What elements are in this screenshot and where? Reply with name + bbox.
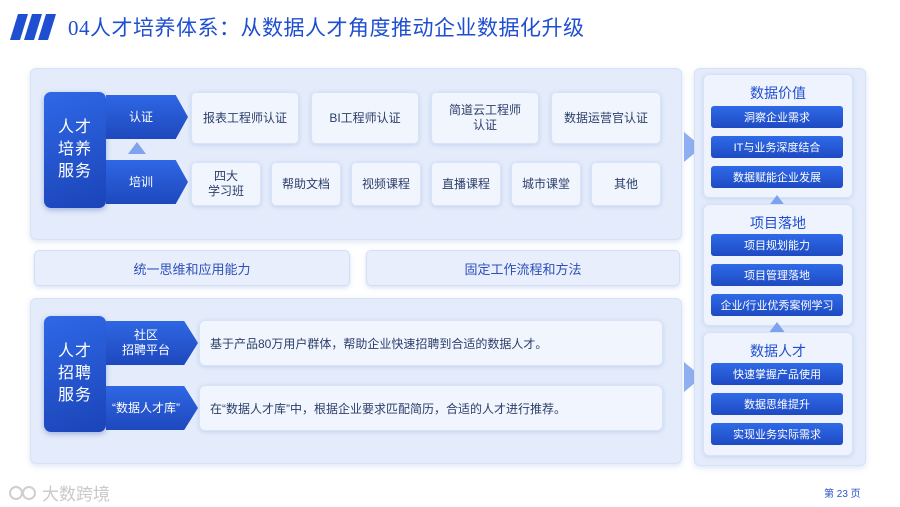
footer-brand: 大数跨境 <box>8 480 110 505</box>
up-arrow-icon <box>128 142 146 154</box>
community-recruit-chevron: 社区 招聘平台 <box>106 321 198 365</box>
project-pill: 企业/行业优秀案例学习 <box>711 294 843 316</box>
value-pill: 洞察企业需求 <box>711 106 843 128</box>
talent-pill: 实现业务实际需求 <box>711 423 843 445</box>
training-chevron: 培训 <box>106 160 188 204</box>
page-title: 04人才培养体系：从数据人才角度推动企业数据化升级 <box>68 16 585 40</box>
talent-pool-chevron: “数据人才库” <box>106 386 198 430</box>
logo-stripes-icon <box>10 14 56 40</box>
training-item: 城市课堂 <box>511 162 581 206</box>
training-item: 直播课程 <box>431 162 501 206</box>
value-pill: 数据赋能企业发展 <box>711 166 843 188</box>
cert-item: 数据运营官认证 <box>551 92 661 144</box>
value-pill: IT与业务深度结合 <box>711 136 843 158</box>
brand-logo-icon <box>9 485 36 500</box>
fixed-workflow-bar: 固定工作流程和方法 <box>366 250 680 286</box>
training-item: 视频课程 <box>351 162 421 206</box>
group-title: 数据价值 <box>750 87 806 102</box>
cert-item: 报表工程师认证 <box>191 92 299 144</box>
recruit-service-label: 人才 招聘 服务 <box>44 316 106 432</box>
group-title: 项目落地 <box>750 217 806 232</box>
training-service-label: 人才 培养 服务 <box>44 92 106 208</box>
training-item: 四大 学习班 <box>191 162 261 206</box>
training-item: 其他 <box>591 162 661 206</box>
project-pill: 项目规划能力 <box>711 234 843 256</box>
cert-item: 简道云工程师 认证 <box>431 92 539 144</box>
training-item: 帮助文档 <box>271 162 341 206</box>
brand-name: 大数跨境 <box>42 485 110 504</box>
unified-thinking-bar: 统一思维和应用能力 <box>34 250 350 286</box>
page-number: 第 23 页 <box>824 489 861 500</box>
talent-pool-desc: 在“数据人才库”中，根据企业要求匹配简历，合适的人才进行推荐。 <box>199 385 663 431</box>
talent-pill: 快速掌握产品使用 <box>711 363 843 385</box>
certification-chevron: 认证 <box>106 95 188 139</box>
project-pill: 项目管理落地 <box>711 264 843 286</box>
group-title: 数据人才 <box>750 345 806 360</box>
cert-item: BI工程师认证 <box>311 92 419 144</box>
talent-pill: 数据思维提升 <box>711 393 843 415</box>
up-arrow-icon <box>768 322 786 334</box>
community-recruit-desc: 基于产品80万用户群体，帮助企业快速招聘到合适的数据人才。 <box>199 320 663 366</box>
